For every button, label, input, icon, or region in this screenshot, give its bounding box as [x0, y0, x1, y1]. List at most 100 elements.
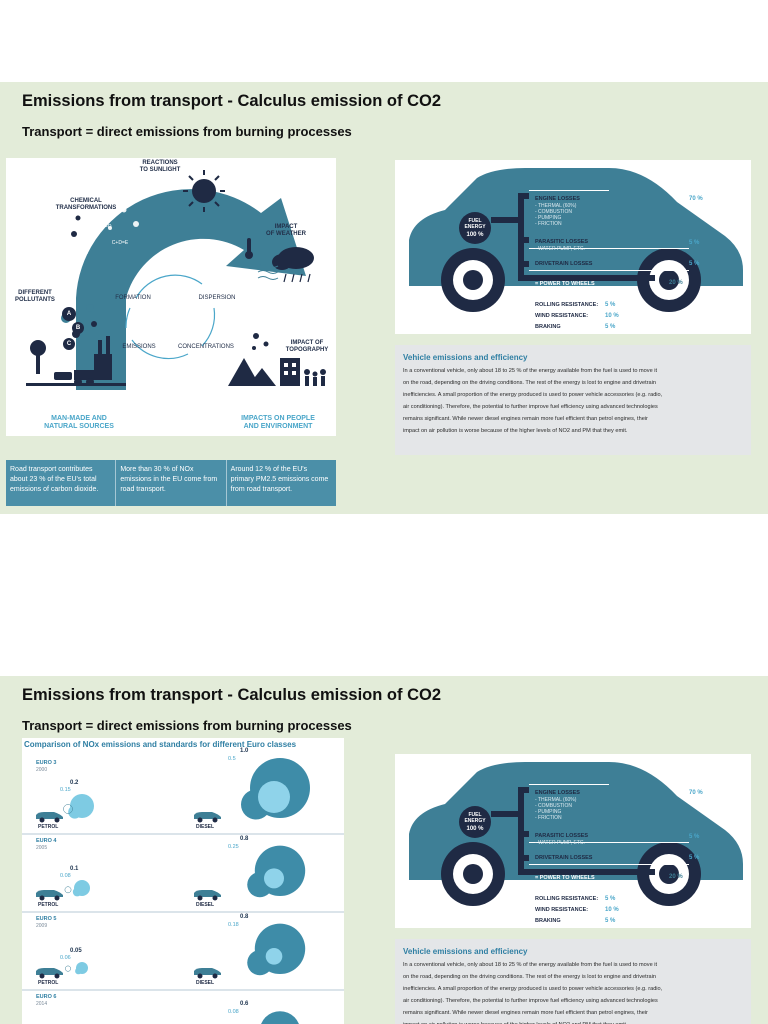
drivetrain-losses-value-2: 5 %	[689, 855, 700, 861]
power-to-wheels-label-2: = POWER TO WHEELS	[535, 875, 595, 881]
diesel-emission-value: 1.0	[240, 748, 249, 754]
equation-3: A+B=C	[71, 250, 89, 256]
slide-2-title: Emissions from transport - Calculus emis…	[22, 686, 442, 704]
wind-resistance-value-2: 10 %	[605, 907, 619, 913]
parasitic-losses-value: 5 %	[689, 240, 700, 246]
power-to-wheels-value: 20 %	[669, 280, 683, 286]
slide-title: Emissions from transport - Calculus emis…	[22, 92, 442, 110]
diesel-car-wheel-front	[197, 973, 203, 979]
petrol-standard-marker	[63, 804, 73, 814]
sun-icon	[183, 170, 225, 212]
rolling-resistance-label-2: ROLLING RESISTANCE:	[535, 896, 599, 902]
info-2-line-4: air conditioning). Therefore, the potent…	[403, 998, 658, 1004]
euro-class-label: EURO 5	[36, 916, 57, 922]
thermometer-icon	[245, 238, 253, 259]
euro-classes-chart: Comparison of NOx emissions and standard…	[22, 738, 344, 1024]
equation-1: 2A+B=D	[92, 224, 112, 230]
info-heading: Vehicle emissions and efficiency	[403, 353, 528, 362]
stat-pm: Around 12 % of the EU's primary PM2.5 em…	[230, 466, 329, 493]
reactions-label: REACTIONS TO SUNLIGHT	[139, 160, 181, 173]
diesel-car-body	[194, 968, 221, 975]
wind-resistance-label-2: WIND RESISTANCE:	[535, 907, 589, 913]
fuel-energy-value-2: 100 %	[466, 826, 484, 832]
petrol-label: PETROL	[38, 980, 59, 986]
pollutants-label: DIFFERENT POLLUTANTS	[15, 290, 55, 303]
petrol-emission-value: 0.05	[70, 948, 82, 954]
diesel-emission-cloud	[261, 1011, 299, 1024]
wind-icon	[257, 264, 279, 280]
petrol-car-wheel-rear	[54, 973, 60, 979]
petrol-car-body	[36, 968, 63, 975]
engine-losses-value: 70 %	[689, 196, 703, 202]
parasitic-losses-detail: - WATER PUMP, ETC.	[535, 246, 585, 252]
rolling-resistance-value: 5 %	[605, 302, 616, 308]
petrol-emission-puff	[68, 805, 82, 819]
slide-1: Emissions from transport - Calculus emis…	[0, 82, 768, 514]
car-energy-panel: FUEL ENERGY 100 % ENGINE LOSSES 70 % - T…	[395, 160, 751, 334]
rolling-resistance-value-2: 5 %	[605, 896, 616, 902]
diesel-standard-value: 0.25	[228, 843, 239, 850]
info-text-2: In a conventional vehicle, only about 18…	[403, 959, 745, 1024]
diesel-standard-value: 0.08	[228, 1009, 239, 1016]
car-energy-panel-2: FUEL ENERGY 100 % ENGINE LOSSES 70 % - T…	[395, 754, 751, 928]
diesel-standard-value: 0.18	[228, 921, 239, 928]
rolling-resistance-label: ROLLING RESISTANCE:	[535, 302, 599, 308]
topography-label: IMPACT OF TOPOGRAPHY	[285, 340, 329, 353]
petrol-standard-value: 0.15	[60, 787, 71, 793]
emissions-label: EMISSIONS	[122, 344, 156, 350]
info-line-3: inefficiencies. A small proportion of th…	[403, 392, 663, 398]
diesel-label: DIESEL	[196, 980, 215, 986]
sources-label: MAN-MADE AND NATURAL SOURCES	[44, 415, 114, 430]
info-box: Vehicle emissions and efficiency In a co…	[395, 345, 751, 455]
petrol-emission-puff	[72, 887, 82, 897]
parasitic-losses-detail-2: - WATER PUMP, ETC.	[535, 840, 585, 846]
petrol-emission-value: 0.1	[70, 866, 79, 872]
diesel-car-body	[194, 812, 221, 819]
info-line-4: air conditioning). Therefore, the potent…	[403, 404, 658, 410]
parasitic-losses-label-2: PARASITIC LOSSES	[535, 833, 589, 839]
fuel-energy-circle	[459, 212, 491, 244]
info-text: In a conventional vehicle, only about 18…	[403, 365, 745, 437]
parasitic-losses-label: PARASITIC LOSSES	[535, 239, 589, 245]
power-to-wheels-label: = POWER TO WHEELS	[535, 281, 595, 287]
info-2-line-2: on the road, depending on the driving co…	[403, 974, 657, 980]
parasitic-losses-value-2: 5 %	[689, 834, 700, 840]
petrol-car-wheel-front	[39, 895, 45, 901]
pollutant-b: B	[75, 325, 81, 331]
engine-losses-detail-2: - THERMAL (60%) - COMBUSTION - PUMPING -…	[535, 797, 577, 821]
euro-year-label: 2005	[36, 845, 48, 851]
diesel-label: DIESEL	[196, 902, 215, 908]
diesel-car-body	[194, 890, 221, 897]
engine-losses-detail: - THERMAL (60%) - COMBUSTION - PUMPING -…	[535, 203, 577, 227]
euro-class-label: EURO 6	[36, 994, 57, 1000]
petrol-label: PETROL	[38, 902, 59, 908]
petrol-standard-value: 0.08	[60, 873, 71, 879]
petrol-standard-marker	[65, 965, 71, 972]
braking-label-2: BRAKING	[535, 918, 561, 924]
pollutant-c: C	[66, 341, 72, 347]
info-box-2: Vehicle emissions and efficiency In a co…	[395, 939, 751, 1024]
chart-title: Comparison of NOx emissions and standard…	[24, 740, 297, 749]
diesel-car-wheel-front	[197, 895, 203, 901]
equation-2: C+D=E	[111, 240, 129, 246]
braking-value: 5 %	[605, 324, 616, 330]
pollutant-a: A	[66, 311, 72, 317]
diesel-standard-cloud	[264, 868, 284, 889]
engine-losses-label: ENGINE LOSSES	[535, 196, 580, 202]
braking-label: BRAKING	[535, 324, 561, 330]
euro-class-label: EURO 3	[36, 760, 57, 766]
info-line-6: impact on air pollution is worse because…	[403, 428, 628, 434]
impacts-label: IMPACTS ON PEOPLE AND ENVIRONMENT	[241, 415, 315, 430]
drivetrain-losses-label: DRIVETRAIN LOSSES	[535, 261, 593, 267]
diesel-car-wheel-front	[197, 817, 203, 823]
air-pollution-cycle-infographic: REACTIONS TO SUNLIGHT CHEMICAL TRANSFORM…	[6, 158, 336, 436]
slide-2: Emissions from transport - Calculus emis…	[0, 676, 768, 1024]
dispersion-label: DISPERSION	[198, 295, 236, 301]
sources-scene	[26, 336, 126, 386]
diesel-car-wheel-rear	[212, 973, 218, 979]
info-heading-2: Vehicle emissions and efficiency	[403, 947, 528, 956]
diesel-standard-cloud	[265, 948, 283, 965]
petrol-car-wheel-front	[39, 973, 45, 979]
concentrations-label: CONCENTRATIONS	[178, 344, 234, 350]
fuel-energy-label: FUEL ENERGY	[464, 218, 486, 230]
